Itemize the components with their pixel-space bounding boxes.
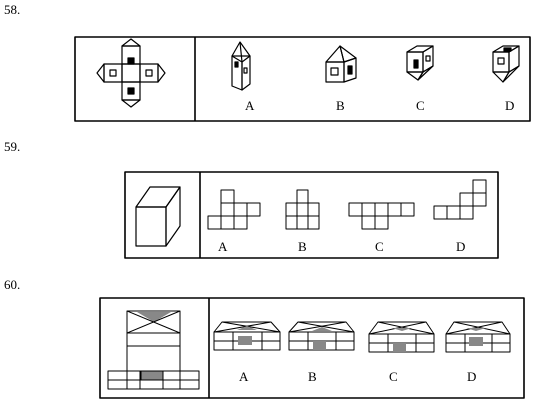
q58-option-a-label: A <box>245 98 255 113</box>
q60-net <box>107 310 200 390</box>
q59-frame <box>124 171 499 259</box>
question-59-number: 59. <box>4 139 21 154</box>
q60-option-a-figure <box>213 321 281 351</box>
q58-option-d-figure <box>492 45 520 83</box>
q58-option-b-label: B <box>336 98 345 113</box>
q58-frame <box>74 36 531 122</box>
q60-option-c-figure <box>368 321 435 353</box>
question-58-number: 58. <box>4 2 21 17</box>
q58-option-d-label: D <box>505 98 514 113</box>
q59-option-a-net <box>207 189 261 230</box>
q60-option-c-label: C <box>389 369 398 384</box>
q59-option-a-label: A <box>218 239 228 254</box>
q59-cuboid <box>135 186 181 247</box>
q60-option-b-figure <box>288 321 355 351</box>
q60-option-d-label: D <box>467 369 476 384</box>
q59-option-b-label: B <box>298 239 307 254</box>
q60-frame <box>99 297 525 399</box>
q58-option-a-figure <box>231 41 251 91</box>
q58-option-c-figure <box>406 45 434 81</box>
q59-option-b-net <box>285 189 320 230</box>
q60-option-b-label: B <box>308 369 317 384</box>
question-60-number: 60. <box>4 277 21 292</box>
q59-option-c-net <box>348 202 415 230</box>
q58-option-b-figure <box>325 45 357 83</box>
q58-option-c-label: C <box>416 98 425 113</box>
q60-option-d-figure <box>445 321 511 353</box>
q59-option-c-label: C <box>375 239 384 254</box>
q58-net <box>96 38 166 108</box>
q59-option-d-net <box>433 179 487 220</box>
q59-option-d-label: D <box>456 239 465 254</box>
q60-option-a-label: A <box>239 369 249 384</box>
